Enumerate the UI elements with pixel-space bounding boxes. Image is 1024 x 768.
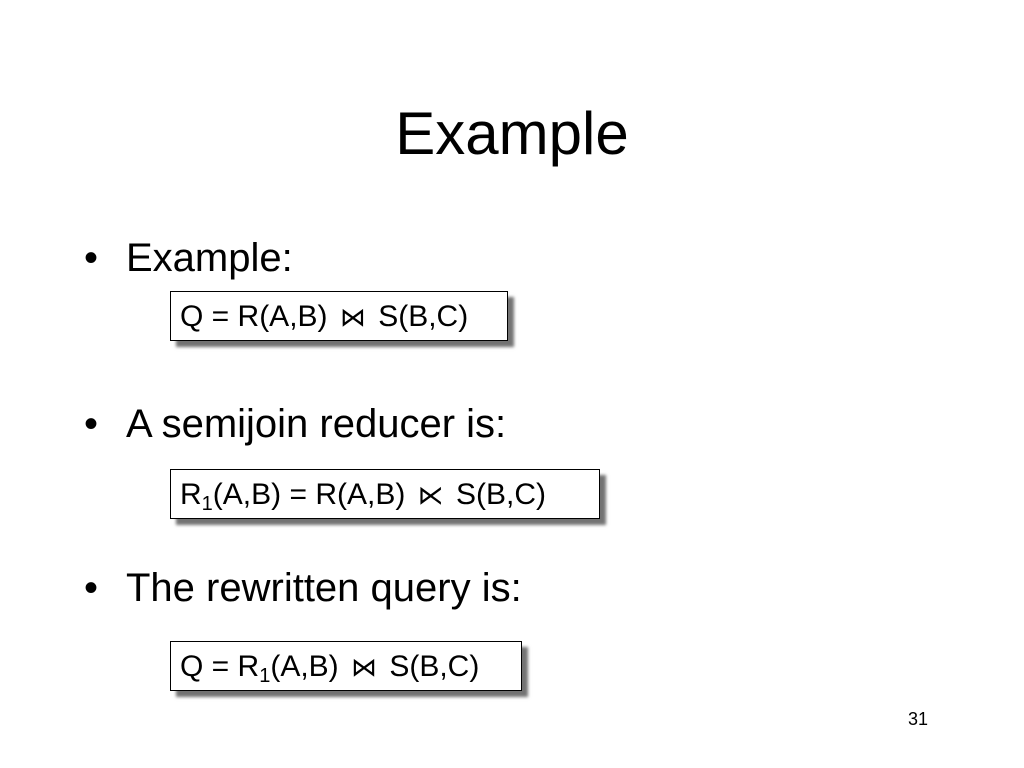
natural-join-symbol: ⋈ xyxy=(351,653,377,683)
bullet-rewritten-query: • The rewritten query is: xyxy=(84,564,522,612)
formula-rhs: S(B,C) xyxy=(447,478,546,511)
formula-box-query: Q = R(A,B) ⋈ S(B,C) xyxy=(170,291,508,341)
bullet-text: A semijoin reducer is: xyxy=(126,402,507,446)
bullet-example: • Example: xyxy=(84,234,293,282)
slide-title: Example xyxy=(395,100,629,167)
formula-relation: R xyxy=(180,478,202,511)
bullet-text: Example: xyxy=(126,236,293,280)
formula-rhs: S(B,C) xyxy=(381,650,480,683)
formula-relation: Q = R xyxy=(180,650,260,683)
formula-lhs-rest: (A,B) xyxy=(270,650,347,683)
natural-join-symbol: ⋈ xyxy=(339,303,366,333)
formula-box-reducer: R1(A,B) = R(A,B) ⋉ S(B,C) xyxy=(170,469,600,519)
formula-subscript: 1 xyxy=(201,493,213,515)
formula-box-rewritten: Q = R1(A,B) ⋈ S(B,C) xyxy=(170,641,522,691)
formula-subscript: 1 xyxy=(259,665,271,687)
bullet-marker: • xyxy=(84,236,99,280)
bullet-marker: • xyxy=(84,566,99,610)
formula-lhs-rest: (A,B) = R(A,B) xyxy=(212,478,414,511)
bullet-text: The rewritten query is: xyxy=(126,566,522,610)
bullet-marker: • xyxy=(84,402,99,446)
page-number: 31 xyxy=(908,709,929,729)
formula-rhs: S(B,C) xyxy=(369,300,469,333)
formula-lhs: Q = R(A,B) xyxy=(180,300,336,333)
semijoin-symbol: ⋉ xyxy=(417,481,444,511)
bullet-semijoin-reducer: • A semijoin reducer is: xyxy=(84,400,506,448)
